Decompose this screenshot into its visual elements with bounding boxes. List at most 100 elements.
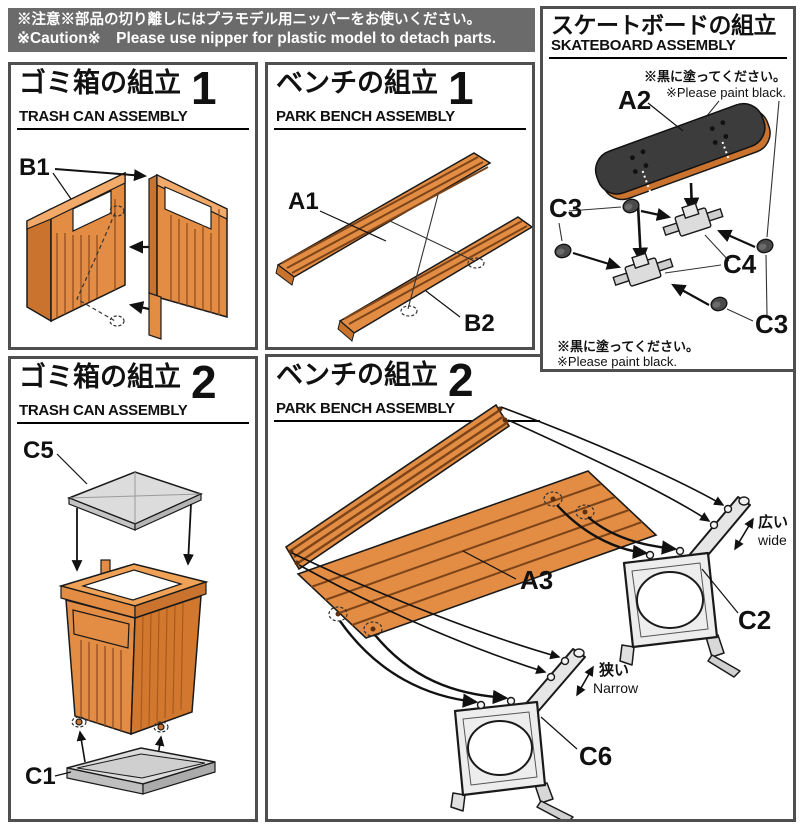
- label-leader: [52, 172, 72, 200]
- step-number: 1: [191, 62, 217, 114]
- narrow-span-arrow: [576, 665, 594, 697]
- panel-title-en: TRASH CAN ASSEMBLY: [19, 402, 188, 420]
- paint-note-en: ※Please paint black.: [557, 354, 677, 369]
- assembly-arrow: [507, 419, 711, 522]
- part-label-c6: C6: [579, 741, 612, 771]
- trash-base-tray-c1: [66, 747, 216, 795]
- part-label-a2: A2: [618, 85, 651, 115]
- assembly-arrow: [671, 283, 710, 306]
- caution-bar: ※注意※部品の切り離しにはプラモデル用ニッパーをお使いください。 ※Cautio…: [8, 8, 535, 52]
- panel-header: ベンチの組立 2 PARK BENCH ASSEMBLY: [274, 354, 540, 423]
- label-leader: [540, 716, 578, 750]
- panel-header: スケートボードの組立 SKATEBOARD ASSEMBLY: [549, 11, 787, 60]
- part-label-a1: A1: [288, 188, 319, 215]
- skateboard-truck-c4: [662, 202, 724, 237]
- assembly-arrow: [76, 730, 87, 763]
- panel-header: ベンチの組立 1 PARK BENCH ASSEMBLY: [274, 62, 526, 131]
- narrow-label-jp: 狭い: [598, 661, 629, 679]
- skateboard-wheel-c3: [710, 296, 728, 312]
- skateboard-deck-a2: [594, 102, 771, 201]
- peg-callout: [71, 716, 87, 728]
- bench-leg-c6-narrow: 狭い Narrow C6: [450, 648, 639, 819]
- peg-callout: [467, 257, 485, 269]
- label-leader: [56, 453, 88, 485]
- trash-can-2-diagram: C5 C1: [23, 437, 216, 795]
- panel-title-jp: ベンチの組立: [276, 68, 438, 98]
- label-leader: [701, 568, 739, 614]
- assembly-arrow: [183, 503, 194, 566]
- panel-title-en: PARK BENCH ASSEMBLY: [276, 400, 455, 418]
- caution-text-jp: ※注意※部品の切り離しにはプラモデル用ニッパーをお使いください。: [17, 12, 481, 28]
- trash-wall-piece-left: [26, 171, 126, 323]
- peg-callout: [543, 491, 563, 507]
- step-number: 2: [191, 356, 217, 408]
- hidden-join-line: [76, 212, 116, 322]
- assembly-arrow: [587, 516, 678, 555]
- skateboard-wheel-c3: [554, 243, 572, 259]
- bench-backrest-assembled: [284, 403, 511, 571]
- panel-park-bench-assembly-1: ベンチの組立 1 PARK BENCH ASSEMBLY A1 B2: [265, 62, 535, 350]
- panel-trash-can-assembly-2: ゴミ箱の組立 2 TRASH CAN ASSEMBLY: [8, 356, 258, 822]
- panel-title-jp: ゴミ箱の組立: [19, 68, 181, 98]
- panel-skateboard-assembly: スケートボードの組立 SKATEBOARD ASSEMBLY ※黒に塗ってくださ…: [540, 6, 796, 372]
- part-label-c2: C2: [738, 605, 771, 635]
- peg-callout: [575, 504, 595, 520]
- peg-callout: [400, 305, 418, 317]
- peg-callout: [328, 606, 348, 622]
- bench-seat-assembled-a3: [296, 470, 658, 639]
- assembly-arrow: [572, 251, 622, 270]
- assembly-arrow: [54, 168, 147, 182]
- skateboard-diagram: ※黒に塗ってください。 ※Please paint black.: [549, 69, 788, 369]
- assembly-arrow: [500, 406, 725, 506]
- trash-wall-piece-right: [148, 173, 228, 340]
- part-label-c1: C1: [25, 763, 56, 790]
- assembly-arrow: [640, 208, 672, 221]
- assembly-arrow: [716, 229, 756, 249]
- assembly-arrow: [374, 634, 509, 705]
- panel-header: ゴミ箱の組立 2 TRASH CAN ASSEMBLY: [17, 356, 249, 425]
- assembly-arrow: [632, 204, 649, 265]
- join-line: [407, 194, 439, 310]
- part-label-c4: C4: [723, 249, 757, 279]
- label-leader: [319, 210, 387, 242]
- panel-title-jp: ベンチの組立: [276, 360, 438, 390]
- panel-title-jp: ゴミ箱の組立: [19, 362, 181, 392]
- park-bench-2-diagram: 広い wide C2 狭い Narrow C6: [284, 403, 788, 819]
- wide-span-arrow: [734, 517, 754, 551]
- assembly-arrow: [128, 301, 150, 315]
- park-bench-1-diagram: A1 B2: [275, 152, 532, 342]
- panel-header: ゴミ箱の組立 1 TRASH CAN ASSEMBLY: [17, 62, 249, 131]
- peg-callout: [153, 721, 169, 733]
- peg-callout: [109, 205, 125, 217]
- label-leaders: [558, 206, 768, 322]
- part-label-b1: B1: [19, 154, 50, 181]
- assembly-arrow: [339, 620, 479, 708]
- note-leader: [766, 100, 780, 238]
- narrow-label-en: Narrow: [593, 680, 639, 696]
- assembly-arrow: [556, 504, 649, 560]
- join-line: [389, 220, 475, 262]
- bench-seat-planks-b2: [337, 216, 532, 342]
- skateboard-wheel-c3: [622, 198, 640, 214]
- step-number: 2: [448, 354, 474, 406]
- label-leader: [54, 771, 72, 777]
- trash-can-body: [58, 559, 209, 736]
- bench-leg-c2-wide: 広い wide C2: [619, 496, 788, 678]
- bench-backrest-planks-a1: [275, 152, 492, 286]
- skateboard-truck-c4: [612, 252, 674, 287]
- panel-title-en: SKATEBOARD ASSEMBLY: [551, 37, 736, 55]
- part-label-c3: C3: [549, 193, 582, 223]
- trash-can-1-diagram: B1: [19, 154, 228, 340]
- wide-label-en: wide: [757, 532, 787, 548]
- skateboard-wheel-c3: [756, 238, 774, 254]
- wide-label-jp: 広い: [758, 513, 788, 531]
- paint-note-en: ※Please paint black.: [666, 85, 786, 100]
- part-label-c5: C5: [23, 437, 54, 464]
- label-leader: [647, 102, 684, 132]
- paint-note-jp: ※黒に塗ってください。: [557, 339, 699, 354]
- label-leader: [462, 550, 517, 580]
- step-number: 1: [448, 62, 474, 114]
- part-label-a3: A3: [520, 565, 553, 595]
- peg-callout: [109, 315, 125, 327]
- panel-title-en: PARK BENCH ASSEMBLY: [276, 108, 455, 126]
